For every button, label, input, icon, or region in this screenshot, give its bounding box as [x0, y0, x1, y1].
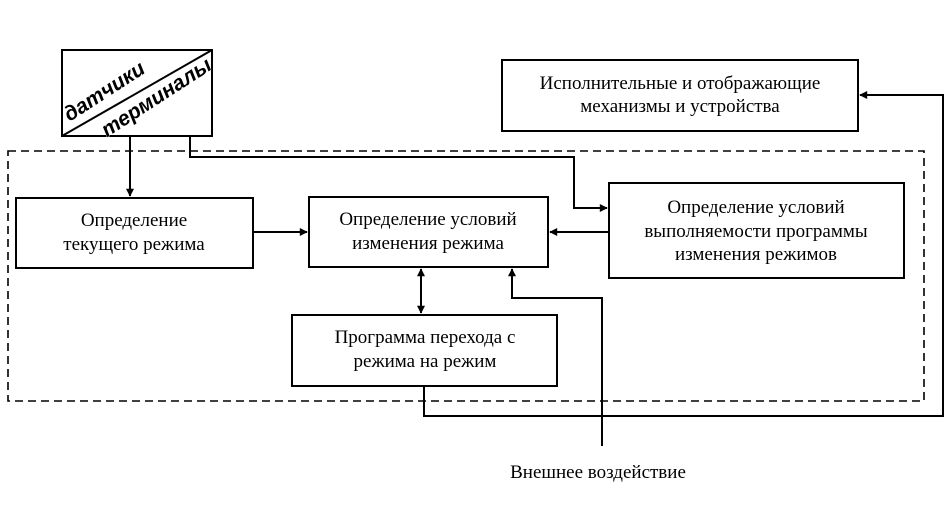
feasibility-line2: выполняемости программы — [644, 221, 868, 242]
sensors-terminals-box: датчики терминалы — [59, 49, 216, 142]
actuators-line2: механизмы и устройства — [580, 96, 780, 117]
current-mode-box: Определение текущего режима — [15, 197, 254, 269]
change-conditions-line1: Определение условий — [339, 209, 516, 230]
change-conditions-box: Определение условий изменения режима — [308, 196, 549, 268]
feasibility-box: Определение условий выполняемости програ… — [608, 182, 905, 279]
actuators-box: Исполнительные и отображающие механизмы … — [501, 59, 859, 132]
arrow-sensors-to-feasibility — [189, 136, 608, 212]
change-conditions-line2: изменения режима — [352, 233, 504, 254]
actuators-line1: Исполнительные и отображающие — [540, 73, 821, 94]
current-mode-line1: Определение — [81, 210, 187, 231]
current-mode-line2: текущего режима — [63, 234, 205, 255]
external-influence-label: Внешнее воздействие — [510, 462, 686, 483]
transition-line2: режима на режим — [354, 351, 497, 372]
arrow-external-to-conditions — [508, 268, 603, 446]
transition-program-box: Программа перехода с режима на режим — [291, 314, 558, 387]
arrow-transition-to-actuators — [423, 91, 944, 417]
feasibility-line3: изменения режимов — [675, 244, 837, 265]
transition-line1: Программа перехода с — [335, 327, 516, 348]
feasibility-line1: Определение условий — [667, 197, 844, 218]
system-boundary — [7, 150, 925, 402]
